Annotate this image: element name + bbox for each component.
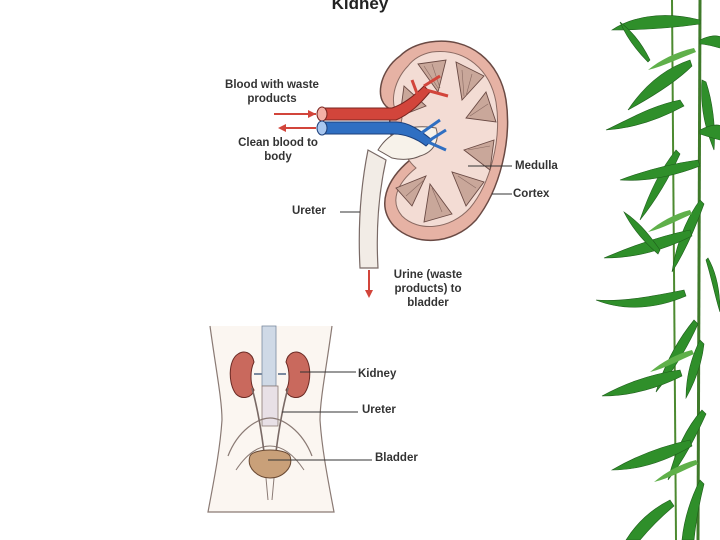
label-ureter-kidney: Ureter [292, 204, 326, 218]
label-cortex: Cortex [513, 187, 549, 201]
body-urinary-system [208, 326, 334, 512]
bamboo-foliage-decoration [596, 0, 720, 540]
urine-arrow [365, 270, 373, 298]
label-ureter-body: Ureter [362, 403, 396, 417]
label-blood-with-waste: Blood with waste products [222, 78, 322, 106]
slide-title: Kidney [300, 0, 420, 14]
label-kidney: Kidney [358, 367, 396, 381]
kidney-cross-section [317, 41, 508, 268]
label-clean-blood: Clean blood to body [232, 136, 324, 164]
label-bladder: Bladder [375, 451, 418, 465]
label-medulla: Medulla [515, 159, 558, 173]
label-urine-to-bladder: Urine (waste products) to bladder [382, 268, 474, 310]
blood-flow-arrows [274, 110, 316, 132]
